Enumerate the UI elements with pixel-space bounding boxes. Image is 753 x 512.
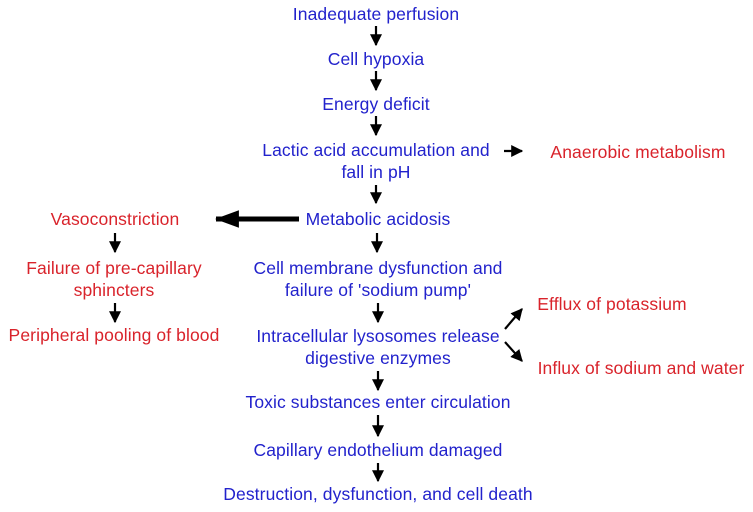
- node-destruction-cell-death: Destruction, dysfunction, and cell death: [223, 484, 533, 504]
- node-toxic-substances: Toxic substances enter circulation: [245, 392, 511, 412]
- node-capillary-endothelium: Capillary endothelium damaged: [253, 440, 503, 460]
- arrow-lysosomes-to-efflux: [504, 308, 523, 330]
- node-cell-hypoxia: Cell hypoxia: [327, 49, 425, 69]
- node-inadequate-perfusion: Inadequate perfusion: [292, 4, 460, 24]
- node-efflux-potassium: Efflux of potassium: [537, 294, 687, 314]
- node-vasoconstriction: Vasoconstriction: [50, 209, 180, 229]
- node-cell-membrane-dysfunction: Cell membrane dysfunction and failure of…: [253, 258, 503, 300]
- node-influx-sodium-water: Influx of sodium and water: [537, 358, 745, 378]
- arrow-lysosomes-to-influx: [504, 341, 523, 362]
- node-intracellular-lysosomes: Intracellular lysosomes release digestiv…: [256, 326, 500, 368]
- node-anaerobic-metabolism: Anaerobic metabolism: [550, 142, 726, 162]
- node-lactic-acid-accumulation: Lactic acid accumulation and fall in pH: [262, 140, 490, 182]
- node-metabolic-acidosis: Metabolic acidosis: [305, 209, 451, 229]
- node-peripheral-pooling: Peripheral pooling of blood: [8, 325, 220, 345]
- node-energy-deficit: Energy deficit: [322, 94, 430, 114]
- node-failure-pre-capillary-sphincters: Failure of pre-capillary sphincters: [26, 258, 202, 300]
